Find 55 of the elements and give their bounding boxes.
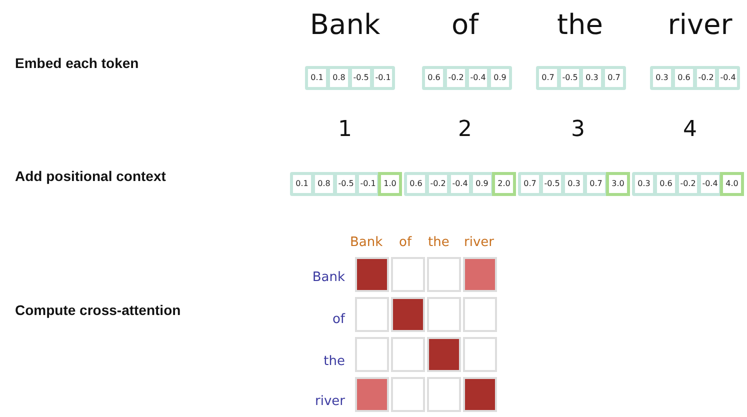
- column-header: the: [428, 235, 450, 250]
- vector-value: -0.1: [359, 175, 377, 193]
- position-value: 2.0: [495, 175, 513, 193]
- vector-value: -0.2: [697, 69, 715, 87]
- vector-value: -0.2: [429, 175, 447, 193]
- vector-value: -0.5: [561, 69, 579, 87]
- vector-value: -0.5: [337, 175, 355, 193]
- vector-value: 0.7: [521, 175, 539, 193]
- vector-value: 0.3: [583, 69, 601, 87]
- position-value: 3.0: [609, 175, 627, 193]
- vector-value: 0.6: [675, 69, 693, 87]
- token-word: river: [666, 8, 734, 41]
- vector-value: 0.7: [605, 69, 623, 87]
- vector-value: -0.1: [374, 69, 392, 87]
- column-header: Bank: [350, 235, 383, 250]
- vector-value: 0.1: [293, 175, 311, 193]
- vector-value: 0.8: [330, 69, 348, 87]
- position-number: 4: [682, 117, 698, 142]
- vector-value: -0.4: [701, 175, 719, 193]
- column-header: river: [464, 235, 494, 250]
- vector-value: 0.3: [653, 69, 671, 87]
- position-value: 4.0: [723, 175, 741, 193]
- row-header: of: [331, 312, 345, 327]
- vector-value: 0.6: [657, 175, 675, 193]
- row-header: river: [314, 394, 345, 409]
- token-word: of: [450, 8, 480, 41]
- vector-value: 0.7: [587, 175, 605, 193]
- vector-value: 0.6: [407, 175, 425, 193]
- vector-value: -0.2: [679, 175, 697, 193]
- vector-value: 0.6: [425, 69, 443, 87]
- column-header: of: [399, 235, 412, 250]
- vector-value: 0.1: [308, 69, 326, 87]
- vector-value: 0.8: [315, 175, 333, 193]
- vector-value: 0.3: [635, 175, 653, 193]
- vector-value: 0.9: [473, 175, 491, 193]
- token-word: Bank: [308, 8, 382, 41]
- vector-value: -0.5: [543, 175, 561, 193]
- vector-value: -0.4: [719, 69, 737, 87]
- vector-value: 0.9: [491, 69, 509, 87]
- position-number: 3: [570, 117, 586, 142]
- vector-value: -0.4: [469, 69, 487, 87]
- position-number: 2: [457, 117, 473, 142]
- vector-value: -0.2: [447, 69, 465, 87]
- position-value: 1.0: [381, 175, 399, 193]
- step-label: Add positional context: [15, 168, 166, 184]
- token-word: the: [556, 8, 604, 41]
- row-header: Bank: [311, 270, 345, 285]
- step-label: Embed each token: [15, 55, 139, 71]
- vector-value: -0.5: [352, 69, 370, 87]
- vector-value: -0.4: [451, 175, 469, 193]
- vector-value: 0.3: [565, 175, 583, 193]
- vector-value: 0.7: [539, 69, 557, 87]
- row-header: the: [322, 354, 345, 369]
- position-number: 1: [337, 117, 353, 142]
- step-label: Compute cross-attention: [15, 302, 181, 318]
